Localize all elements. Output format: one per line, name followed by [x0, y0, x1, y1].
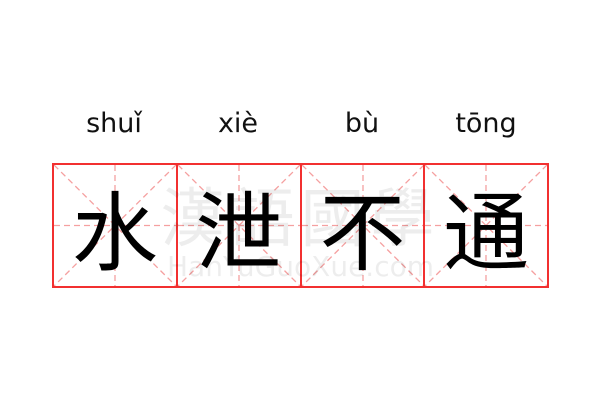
- pinyin-3: tōng: [455, 108, 517, 139]
- character-cell: 不: [299, 163, 426, 288]
- character: 通: [443, 184, 530, 284]
- character-cell: 水: [52, 163, 178, 288]
- pinyin-0: shuǐ: [86, 108, 142, 139]
- watermark-logo: 漢語國學: [160, 183, 441, 257]
- guide-lines: [301, 165, 424, 286]
- character: 泄: [195, 184, 282, 284]
- character-grid: 水 泄 不 通: [52, 163, 549, 288]
- watermark-site: HanYuGuoXue.com: [166, 250, 435, 283]
- guide-lines: [177, 165, 300, 286]
- character-cell: 通: [423, 163, 549, 288]
- character-cell: 泄: [175, 163, 302, 288]
- guide-lines: [425, 165, 548, 286]
- character: 水: [71, 184, 158, 284]
- character: 不: [319, 184, 406, 284]
- guide-lines: [54, 165, 176, 286]
- pinyin-1: xiè: [217, 108, 259, 139]
- pinyin-2: bù: [344, 108, 380, 139]
